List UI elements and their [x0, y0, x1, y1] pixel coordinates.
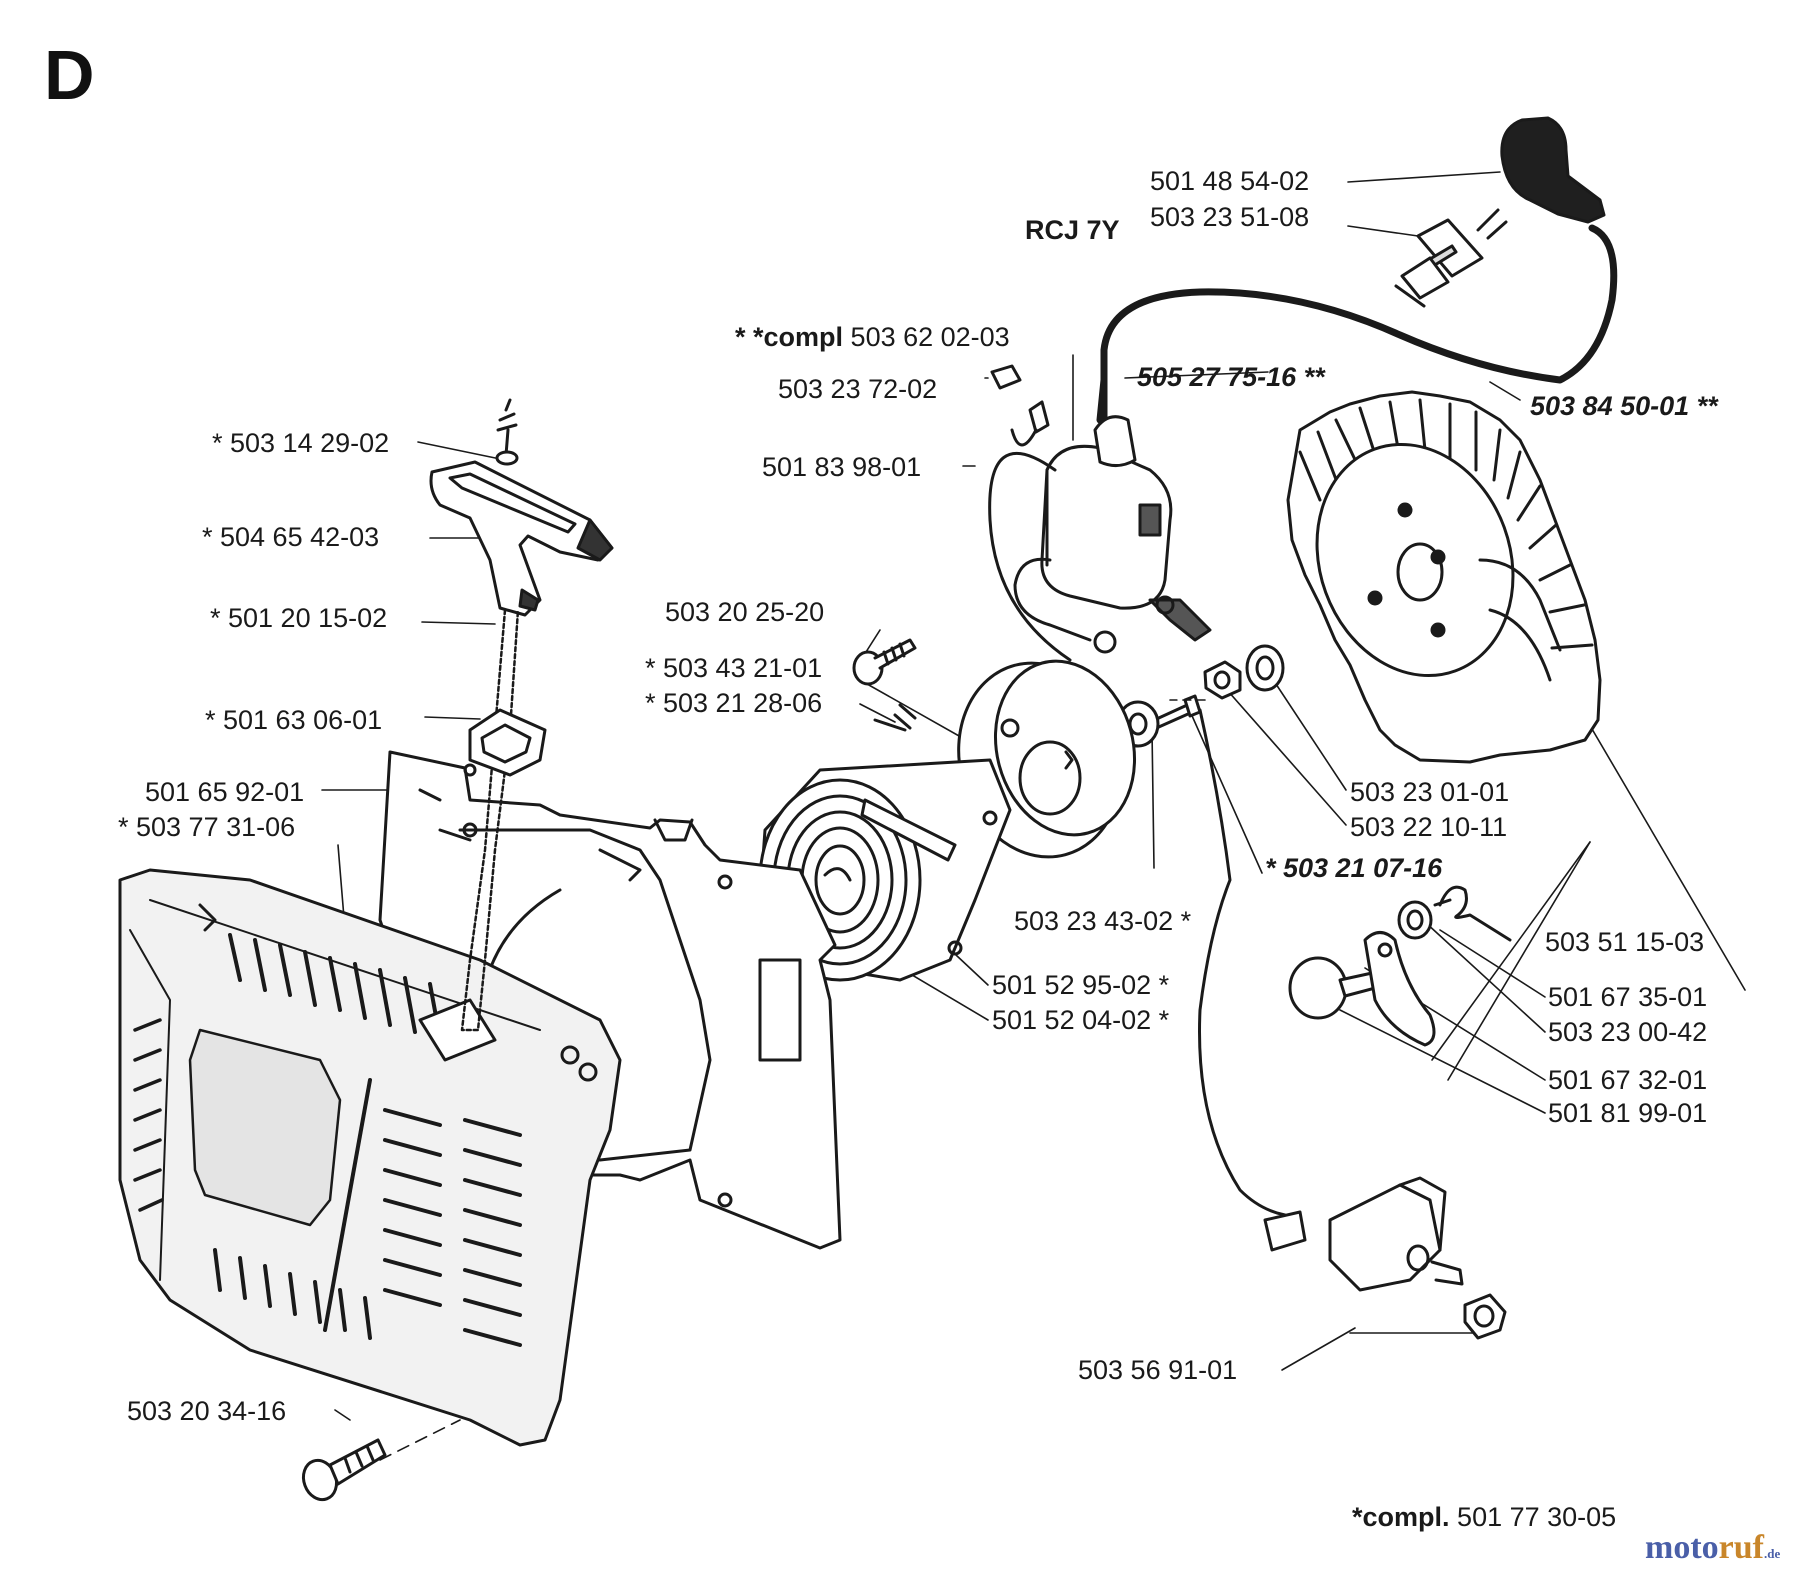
part-label-501-77-30-05: *compl. 501 77 30-05	[1352, 1502, 1616, 1532]
part-label-505-27-75-16: 505 27 75-16 **	[1137, 362, 1325, 392]
part-label-503-20-34-16: 503 20 34-16	[127, 1396, 287, 1426]
brand-watermark: motoruf.de	[1645, 1530, 1780, 1572]
part-label-503-23-72-02: 503 23 72-02	[778, 374, 938, 404]
part-label-503-23-00-42: 503 23 00-42	[1548, 1017, 1708, 1047]
cap-screw-drawing	[852, 638, 917, 686]
brand-suffix: .de	[1763, 1546, 1781, 1561]
part-label-501-81-99-01: 501 81 99-01	[1548, 1098, 1708, 1128]
part-label-503-23-01-01: 503 23 01-01	[1350, 777, 1510, 807]
brand-part2: ruf	[1718, 1529, 1764, 1566]
cover-vents-top	[228, 933, 442, 1040]
part-label-501-63-06-01: * 501 63 06-01	[205, 705, 383, 735]
part-label-503-21-07-16: * 503 21 07-16	[1265, 853, 1443, 883]
part-label-501-52-95-02: 501 52 95-02 *	[992, 970, 1170, 1000]
compl-prefix: * *compl	[735, 322, 844, 352]
part-label-503-77-31-06: * 503 77 31-06	[118, 812, 296, 842]
cover-vents-side	[133, 1018, 164, 1212]
compl-prefix: *compl.	[1352, 1502, 1450, 1532]
part-label-501-65-92-01: 501 65 92-01	[145, 777, 305, 807]
part-label-503-20-25-20: 503 20 25-20	[665, 597, 825, 627]
starter-handle-drawing	[429, 398, 614, 1032]
part-label-503-51-15-03: 503 51 15-03	[1545, 927, 1705, 957]
compl-number: 503 62 02-03	[850, 322, 1010, 352]
part-label-503-23-51-08: 503 23 51-08	[1150, 202, 1310, 232]
part-label-503-21-28-06: * 503 21 28-06	[645, 688, 823, 718]
ignition-module-drawing	[988, 376, 1212, 662]
bottom-screw-drawing	[301, 1438, 387, 1502]
flywheel-hardware-drawing	[1116, 644, 1285, 748]
part-label-501-67-32-01: 501 67 32-01	[1548, 1065, 1708, 1095]
part-label-503-23-43-02: 503 23 43-02 *	[1014, 906, 1192, 936]
part-label-501-52-04-02: 501 52 04-02 *	[992, 1005, 1170, 1035]
part-label-504-65-42-03: * 504 65 42-03	[202, 522, 380, 552]
part-label-503-14-29-02: * 503 14 29-02	[212, 428, 390, 458]
stop-switch-drawing	[1198, 708, 1507, 1340]
spark-plug-cap-drawing	[1100, 116, 1618, 424]
connector-drawing	[990, 364, 1050, 447]
section-letter: D	[44, 36, 95, 114]
part-label-501-48-54-02: 501 48 54-02	[1150, 166, 1310, 196]
part-label-501-67-35-01: 501 67 35-01	[1548, 982, 1708, 1012]
part-label-503-56-91-01: 503 56 91-01	[1078, 1355, 1238, 1385]
part-label-501-83-98-01: 501 83 98-01	[762, 452, 922, 482]
pawl-assembly-drawing	[1288, 885, 1512, 1047]
starter-plate-drawing	[378, 750, 842, 1250]
part-label-503-62-02-03: * *compl 503 62 02-03	[735, 322, 1010, 352]
cover-vents-bottom	[213, 1248, 372, 1340]
part-label-501-20-15-02: * 501 20 15-02	[210, 603, 388, 633]
spark-plug-type-label: RCJ 7Y	[1025, 215, 1120, 245]
flywheel-drawing	[1286, 390, 1602, 764]
brand-part1: moto	[1645, 1529, 1719, 1566]
leader-lines	[321, 171, 1746, 1461]
compl-number: 501 77 30-05	[1457, 1502, 1617, 1532]
spark-plug-drawing	[1394, 208, 1508, 308]
part-label-503-84-50-01: 503 84 50-01 **	[1530, 391, 1718, 421]
part-label-503-22-10-11: 503 22 10-11	[1350, 812, 1508, 842]
cover-vents-right	[383, 1108, 522, 1347]
starter-cover-drawing	[118, 868, 622, 1447]
part-label-503-43-21-01: * 503 43 21-01	[645, 653, 823, 683]
